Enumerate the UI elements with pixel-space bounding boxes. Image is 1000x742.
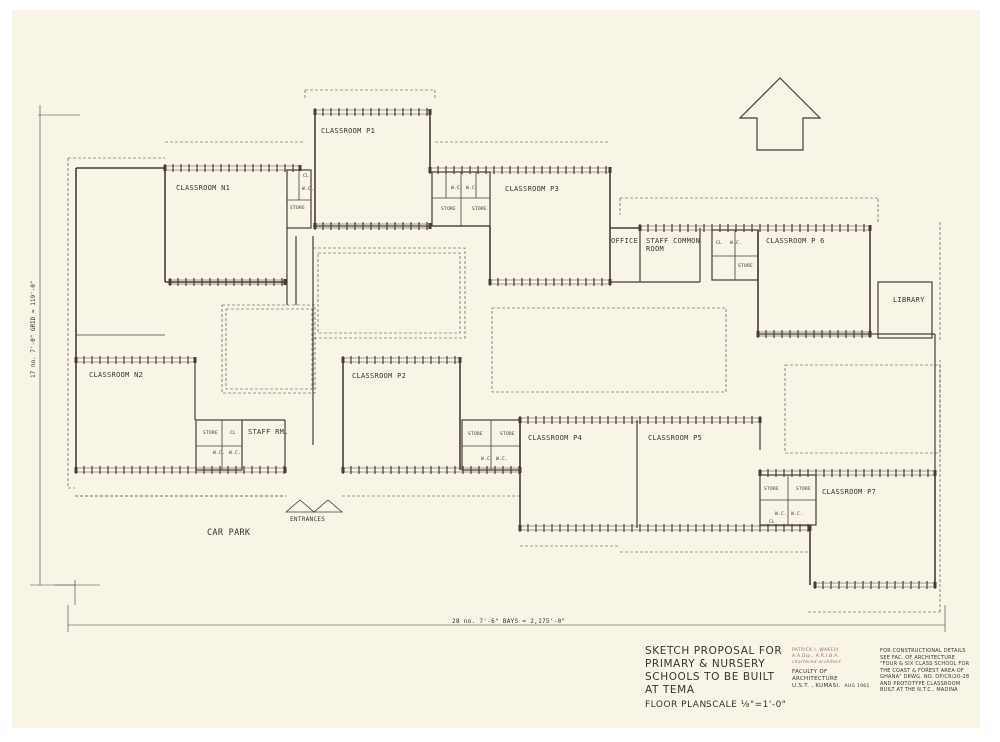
title-block: SKETCH PROPOSAL FOR PRIMARY & NURSERY SC… [645, 645, 785, 697]
column [758, 470, 762, 476]
paper-sheet [12, 10, 980, 728]
label-store: STORE [468, 432, 484, 437]
label-office: OFFICE [611, 237, 639, 245]
title-line-2: PRIMARY & NURSERY [645, 658, 766, 670]
label-cl: CL [716, 241, 723, 246]
architect-name: PATRICK I. WAKELY [792, 648, 839, 653]
label-classroom-p6: CLASSROOM P 6 [766, 237, 825, 245]
column [74, 467, 78, 473]
label-library: LIBRARY [893, 296, 925, 304]
label-store: STORE [764, 487, 780, 492]
library-outline [877, 281, 933, 339]
label-dim-horizontal: 28 no. 7'-6" BAYS = 2,175'-0" [452, 618, 566, 625]
label-cl: CL [230, 431, 237, 436]
column [168, 279, 172, 285]
entrance-marker [284, 499, 316, 513]
label-cl: CL [303, 174, 310, 179]
label-staff-common: STAFF COMMON [646, 237, 701, 245]
courtyard-outline [225, 308, 313, 390]
label-staff-rm: STAFF RM. [248, 428, 289, 436]
column [341, 467, 345, 473]
label-classroom-p2: CLASSROOM P2 [352, 372, 407, 380]
notes-line: AND PROTOTYPE CLASSROOM [880, 680, 961, 687]
architect-date: AUG 1961 [844, 684, 870, 689]
label-wc: W.C. [451, 186, 464, 191]
label-store: STORE [472, 207, 488, 212]
notes-line: THE COAST & FOREST AREA OF [880, 667, 964, 674]
column [428, 167, 432, 173]
architect-stamp: PATRICK I. WAKELY A.A.Dip., A.R.I.B.A. c… [792, 648, 872, 690]
column [756, 331, 760, 337]
label-classroom-p5: CLASSROOM P5 [648, 434, 703, 442]
label-store: STORE [441, 207, 457, 212]
scale-label: SCALE ⅛"=1'-0" [706, 700, 787, 710]
label-store: STORE [796, 487, 812, 492]
toilet-block [195, 419, 243, 471]
courtyard-outline [317, 252, 461, 334]
label-wc: W.C. [481, 457, 494, 462]
label-wc: W.C. [466, 186, 479, 191]
label-wc: W.C. [730, 241, 743, 246]
column [283, 279, 287, 285]
label-entrances: ENTRANCES [290, 516, 326, 523]
label-store: STORE [290, 206, 306, 211]
notes-line: "FOUR & SIX CLASS SCHOOL FOR [880, 661, 970, 667]
label-classroom-n1: CLASSROOM N1 [176, 184, 231, 192]
architect-quals: A.A.Dip., A.R.I.B.A. [792, 654, 840, 659]
column [518, 525, 522, 531]
notes-line: FOR CONSTRUCTIONAL DETAILS [880, 648, 966, 654]
entrance-marker [312, 499, 344, 513]
architect-university: U.S.T. , KUMASI. AUG 1961 [792, 683, 870, 689]
label-wc: W.C. [791, 512, 804, 517]
label-dim-vertical: 17 no. 7'-0" GRID = 119'-0" [30, 280, 37, 378]
label-store: STORE [738, 264, 754, 269]
courtyard-outline [491, 307, 727, 393]
label-store: STORE [500, 432, 516, 437]
column [813, 582, 817, 588]
label-classroom-n2: CLASSROOM N2 [89, 371, 144, 379]
notes-line: BUILT AT THE N.T.C., MADINA [880, 687, 958, 693]
title-line-3: SCHOOLS TO BE BUILT [645, 671, 775, 683]
label-cl: CL [769, 520, 776, 525]
floor-plan-label: FLOOR PLAN. [645, 700, 711, 710]
title-line-1: SKETCH PROPOSAL FOR [645, 645, 783, 657]
courtyard-outline [784, 364, 941, 454]
label-wc: W.C. [213, 451, 226, 456]
notes-line: SEE FAC. OF ARCHITECTURE [880, 654, 956, 661]
label-classroom-p3: CLASSROOM P3 [505, 185, 560, 193]
notes-line: GHANA" DRWG. NO. DP/CR/20-28 [880, 674, 970, 680]
label-store: STORE [203, 431, 219, 436]
column [638, 225, 642, 231]
label-staff-common-room: ROOM [646, 245, 665, 253]
courtyard-outline [312, 247, 466, 339]
architect-role: chartered architect [792, 660, 842, 665]
label-classroom-p4: CLASSROOM P4 [528, 434, 583, 442]
north-arrow-icon [738, 77, 822, 151]
construction-notes: FOR CONSTRUCTIONAL DETAILS SEE FAC. OF A… [880, 648, 990, 694]
label-wc: W.C. [775, 512, 788, 517]
label-wc: W.C. [229, 451, 242, 456]
label-car-park: CAR PARK [207, 528, 251, 538]
label-classroom-p7: CLASSROOM P7 [822, 488, 877, 496]
column [74, 357, 78, 363]
column [298, 165, 302, 171]
architect-faculty: FACULTY OF ARCHITECTURE [792, 669, 838, 682]
label-classroom-p1: CLASSROOM P1 [321, 127, 376, 135]
courtyard-outline [221, 304, 316, 394]
label-wc: W.C. [496, 457, 509, 462]
column [933, 582, 937, 588]
title-line-4: AT TEMA [645, 684, 695, 696]
label-wc: W.C. [302, 187, 315, 192]
